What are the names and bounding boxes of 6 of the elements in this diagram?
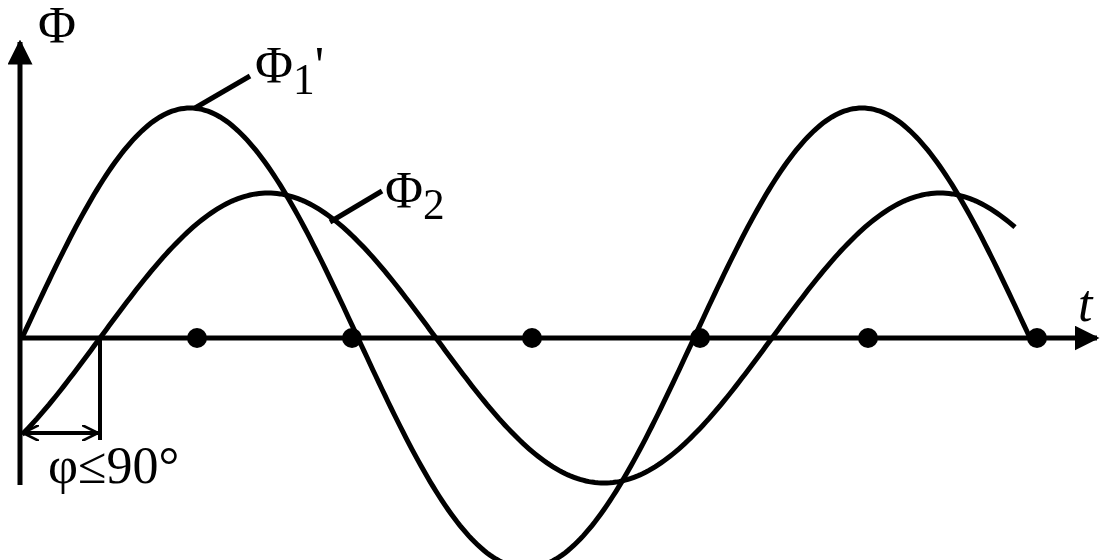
angle-label: φ≤90°: [48, 440, 180, 492]
curve-label: Φ$_{2}$: [385, 165, 445, 227]
axis-label: Φ: [38, 0, 76, 52]
curve-label: Φ$_{1}$': [255, 40, 325, 102]
leader-line: [328, 188, 384, 225]
axis-label: t: [1078, 278, 1093, 330]
